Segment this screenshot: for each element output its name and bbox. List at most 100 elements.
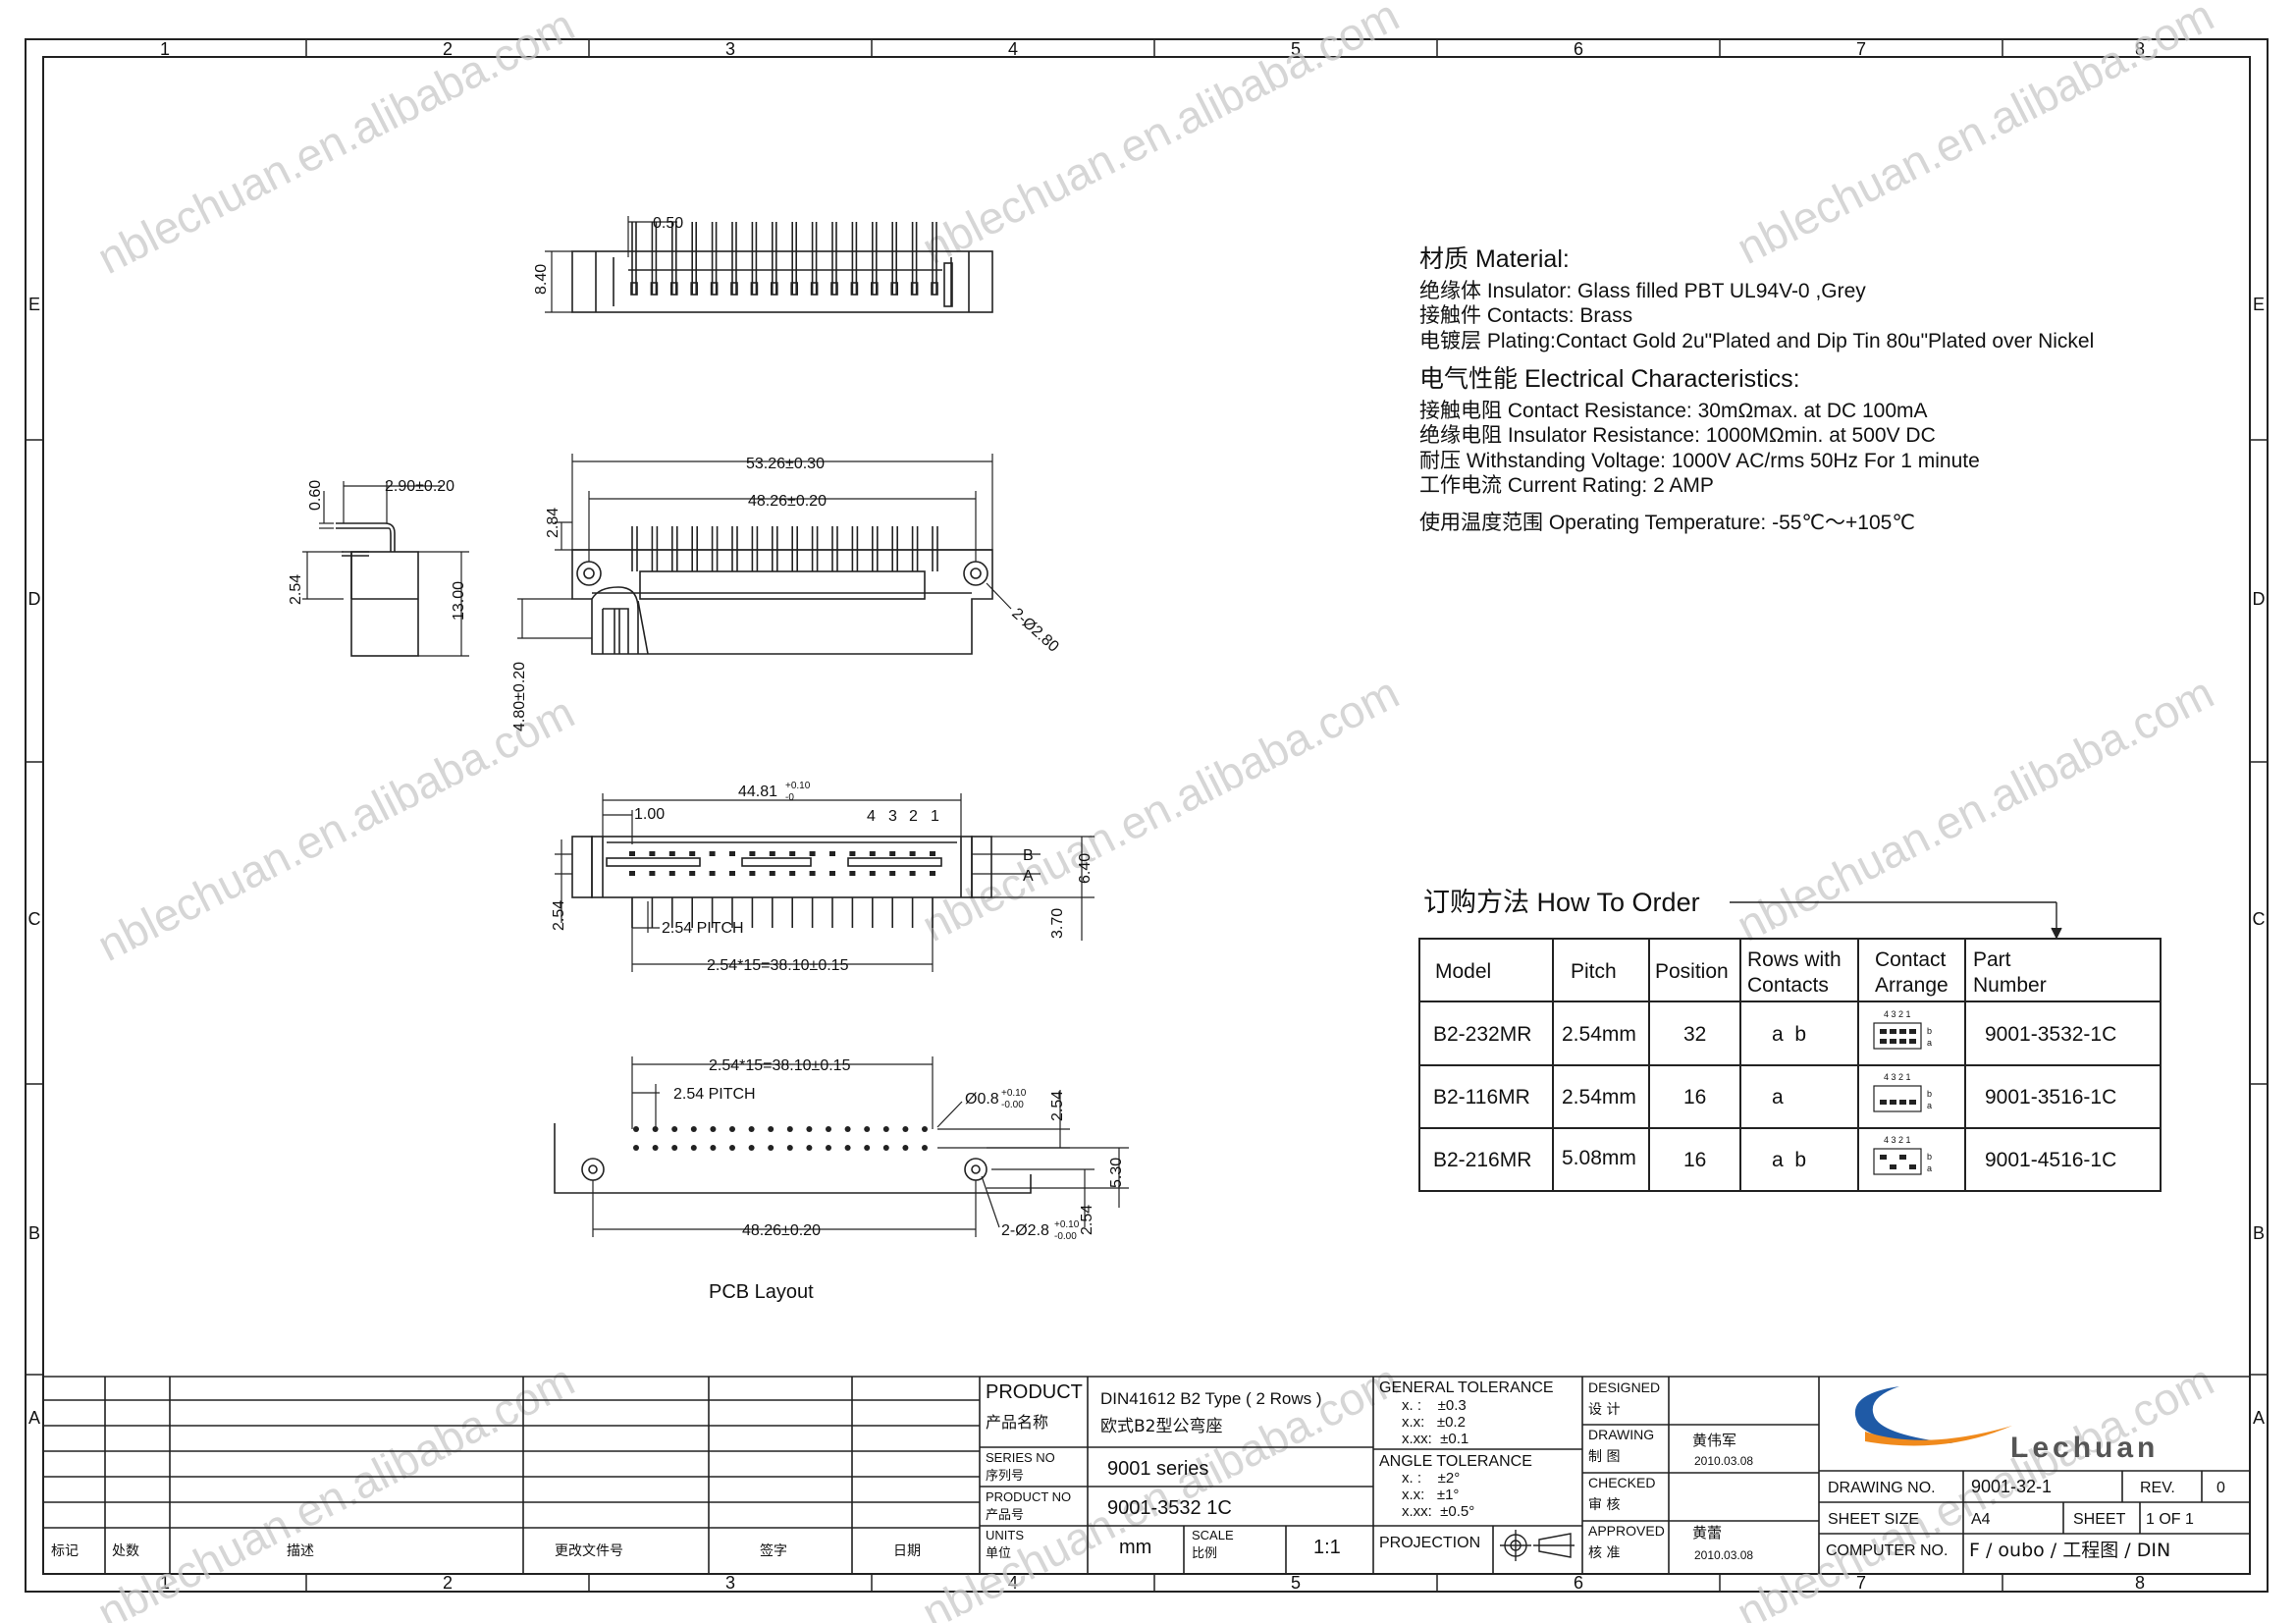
- pcb-hole: [826, 1126, 831, 1132]
- contact-b: [869, 851, 876, 856]
- pcb-holes: [633, 1126, 928, 1151]
- contact-b: [789, 851, 796, 856]
- model-cell: B2-216MR: [1433, 1149, 1531, 1171]
- contact-a: [769, 871, 775, 876]
- side-view: [302, 481, 469, 657]
- rev-header-docno: 更改文件号: [555, 1543, 623, 1559]
- contact-b: [930, 851, 935, 856]
- pcb-hole: [902, 1145, 909, 1151]
- svg-text:绝缘电阻 Insulator Resistance: 100: 绝缘电阻 Insulator Resistance: 1000MΩmin. at…: [1419, 423, 1936, 447]
- approved-label-cn: 核 准: [1588, 1545, 1620, 1561]
- pcb-hole: [729, 1126, 735, 1132]
- pcb-hole: [768, 1145, 774, 1151]
- contact-b: [629, 851, 635, 856]
- order-header-model: Model: [1435, 960, 1491, 983]
- dim-label: 2-Ø2.8: [1001, 1222, 1049, 1239]
- order-table-header: Model Pitch Position Rows with Contacts …: [1435, 948, 2047, 997]
- designed-label-cn: 设 计: [1588, 1402, 1620, 1418]
- position-cell: 16: [1683, 1086, 1706, 1109]
- arrange-icon: 4 3 2 1 b a: [1873, 1135, 1932, 1175]
- bottom-view-pins: [629, 851, 935, 928]
- order-header-arrange: Arrange: [1875, 974, 1949, 997]
- contact-a: [709, 871, 716, 876]
- projection-label: PROJECTION: [1379, 1535, 1480, 1551]
- order-table: [1418, 938, 2162, 1192]
- frame-row-labels: E D C B A E D C B A: [28, 295, 2266, 1428]
- svg-text:a: a: [1927, 1163, 1932, 1173]
- pcb-hole: [748, 1126, 755, 1132]
- watermark-layer: nblechuan.en.alibaba.com nblechuan.en.al…: [89, 0, 2221, 1623]
- svg-text:a: a: [1927, 1038, 1932, 1048]
- dim-label: 2.84: [545, 508, 561, 538]
- drawing-info-block: DRAWING NO. 9001-32-1 REV. 0 SHEET SIZE …: [1826, 1477, 2225, 1561]
- dim-label: 2.54: [551, 900, 567, 931]
- table-row: B2-216MR 5.08mm 16 a b 9001-4516-1C: [1433, 1147, 2116, 1171]
- dim-label: Ø0.8: [965, 1091, 999, 1108]
- sheet-value: 1 OF 1: [2146, 1511, 2194, 1528]
- pin-tip: [650, 282, 659, 296]
- pcb-hole: [922, 1126, 928, 1132]
- material-spec: 材质 Material: 绝缘体 Insulator: Glass filled…: [1419, 244, 2094, 352]
- rev-header-mark: 标记: [51, 1543, 79, 1559]
- projection-symbol-icon: [1500, 1530, 1575, 1561]
- contact-b: [689, 851, 696, 856]
- order-heading-cn: 订购方法: [1423, 888, 1529, 918]
- col-label: 2: [443, 1573, 453, 1593]
- svg-text:a: a: [1927, 1101, 1932, 1110]
- svg-text:x.xx: ±0.5°: x.xx: ±0.5°: [1402, 1503, 1474, 1520]
- pin-tip: [770, 282, 778, 296]
- pcb-hole: [652, 1145, 659, 1151]
- pin-tip: [890, 282, 899, 296]
- pin-tip: [730, 282, 738, 296]
- contact-b: [769, 851, 775, 856]
- table-row: B2-116MR 2.54mm 16 a 9001-3516-1C: [1433, 1086, 2116, 1109]
- scale-label-cn: 比例: [1192, 1546, 1217, 1561]
- svg-text:接触电阻 Contact Resistance: 30mΩm: 接触电阻 Contact Resistance: 30mΩmax. at DC …: [1419, 399, 1928, 422]
- pin-tip: [931, 282, 938, 296]
- product-label: PRODUCT: [986, 1381, 1083, 1403]
- material-heading-en: Material:: [1475, 245, 1570, 273]
- contact-a: [930, 871, 935, 876]
- top-view: [545, 216, 993, 313]
- contact-a: [668, 871, 675, 876]
- row-label: C: [28, 909, 41, 929]
- computer-no-label: COMPUTER NO.: [1826, 1542, 1948, 1559]
- dim-label: 48.26±0.20: [748, 493, 827, 510]
- dim-label: 2.54: [288, 574, 304, 605]
- row-label: E: [2253, 295, 2265, 314]
- pin-tip: [669, 282, 678, 296]
- position-cell: 32: [1683, 1023, 1706, 1046]
- dim-label: 2-Ø2.80: [1008, 605, 1061, 655]
- arrange-icon: 4 3 2 1 b a: [1873, 1072, 1932, 1112]
- pcb-hole: [826, 1145, 831, 1151]
- order-header-arrange: Contact: [1875, 948, 1947, 971]
- dim-label: 2.54: [1079, 1205, 1095, 1235]
- contact-b: [729, 851, 735, 856]
- rev-value: 0: [2216, 1480, 2225, 1496]
- contact-b: [709, 851, 716, 856]
- checked-label: CHECKED: [1588, 1475, 1655, 1490]
- material-heading-cn: 材质: [1419, 244, 1468, 273]
- electrical-heading-en: Electrical Characteristics:: [1524, 365, 1800, 393]
- top-view-pins: [630, 222, 938, 296]
- top-view-dims: 0.50 8.40: [533, 215, 683, 295]
- contact-a: [889, 871, 896, 876]
- svg-text:耐压 Withstanding Voltage: 1000V: 耐压 Withstanding Voltage: 1000V AC/rms 50…: [1419, 449, 1980, 472]
- order-header-pitch: Pitch: [1571, 960, 1617, 983]
- pcb-hole: [633, 1126, 639, 1132]
- row-label: A: [28, 1408, 40, 1428]
- pcb-hole: [882, 1126, 889, 1132]
- bottom-view-dims: 44.81 +0.10 -0 1.00 4 3 2 1 B A 6.40 3.7…: [551, 781, 1094, 974]
- dim-label: 5.30: [1108, 1158, 1125, 1188]
- order-header-rows: Contacts: [1747, 974, 1829, 997]
- pcb-hole: [786, 1126, 793, 1132]
- contact-b: [749, 851, 756, 856]
- dim-label: 4.80±0.20: [511, 662, 528, 731]
- rev-header-sign: 签字: [760, 1542, 787, 1559]
- contact-b: [849, 851, 856, 856]
- company-logo: Lechuan: [1854, 1386, 2159, 1464]
- pcb-hole: [710, 1145, 717, 1151]
- electrical-spec: 电气性能 Electrical Characteristics: 接触电阻 Co…: [1419, 364, 1980, 534]
- contact-a: [729, 871, 735, 876]
- logo-text: Lechuan: [2010, 1432, 2159, 1464]
